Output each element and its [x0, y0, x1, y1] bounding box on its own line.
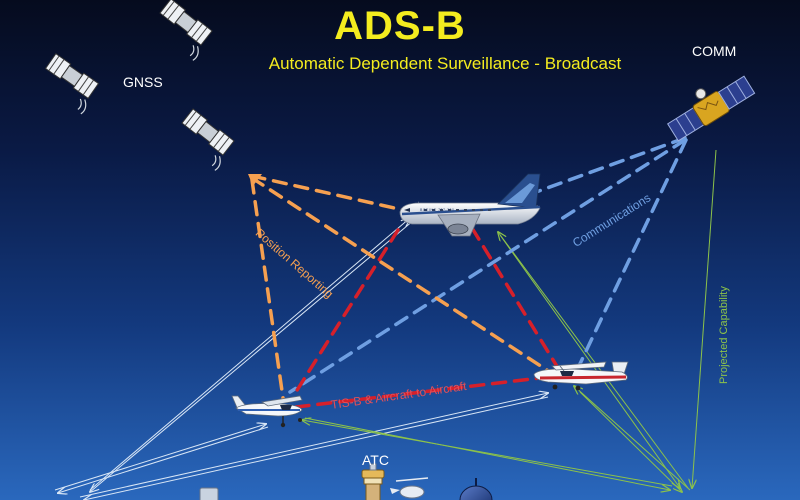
ground-link-line: [58, 426, 269, 493]
projected-link-line: [692, 149, 717, 488]
position-link-lines: [250, 174, 555, 400]
projected-link-line: [499, 234, 680, 488]
projected-link-line: [302, 420, 673, 487]
general-aviation-aircraft-left-icon: [231, 395, 303, 428]
comm-link-lines: [288, 136, 688, 394]
atc-tower-icon: [361, 463, 385, 500]
comm-link-line: [576, 138, 688, 370]
position-link-line: [250, 174, 414, 214]
atc-label: ATC: [362, 452, 389, 468]
gnss-label: GNSS: [123, 74, 163, 90]
projected-link-line: [574, 386, 691, 491]
tisb-link-line: [470, 226, 560, 370]
tisb-link-line: [294, 376, 542, 409]
ground-link-line: [84, 396, 549, 500]
gnss-satellite-2-icon: [44, 53, 100, 115]
gnss-satellite-3-icon: [181, 108, 235, 171]
diagram-subtitle: Automatic Dependent Surveillance - Broad…: [268, 54, 622, 73]
projected-link-line: [498, 232, 689, 489]
comm-satellite-icon: [667, 75, 756, 142]
position-link-line: [250, 176, 555, 376]
ground-link-line: [54, 424, 266, 491]
comm-label: COMM: [692, 43, 737, 59]
airliner-icon: [399, 173, 541, 237]
projected-capability-label: Projected Capability: [718, 286, 730, 384]
tisb-link-lines: [292, 226, 560, 409]
general-aviation-aircraft-right-icon: [533, 361, 629, 391]
projected-link-line: [304, 417, 670, 490]
gnss-satellite-1-icon: [159, 0, 213, 61]
position-link-line: [250, 178, 285, 400]
airliner-livery-text: BOEING 737-300: [420, 208, 455, 212]
helicopter-icon: [390, 477, 429, 499]
ground-link-lines: [54, 214, 549, 500]
ground-station-icon: [199, 487, 219, 500]
tisb-link-line: [292, 228, 400, 397]
ground-link-line: [79, 393, 548, 498]
comm-link-line: [288, 138, 687, 394]
projected-link-lines: [302, 149, 717, 492]
diagram-title: ADS-B: [334, 4, 466, 48]
ground-link-line: [90, 214, 421, 492]
ground-link-line: [89, 218, 410, 491]
position-arrowhead: [248, 174, 262, 186]
projected-link-line: [579, 391, 682, 492]
radar-dome-icon: [459, 478, 493, 500]
